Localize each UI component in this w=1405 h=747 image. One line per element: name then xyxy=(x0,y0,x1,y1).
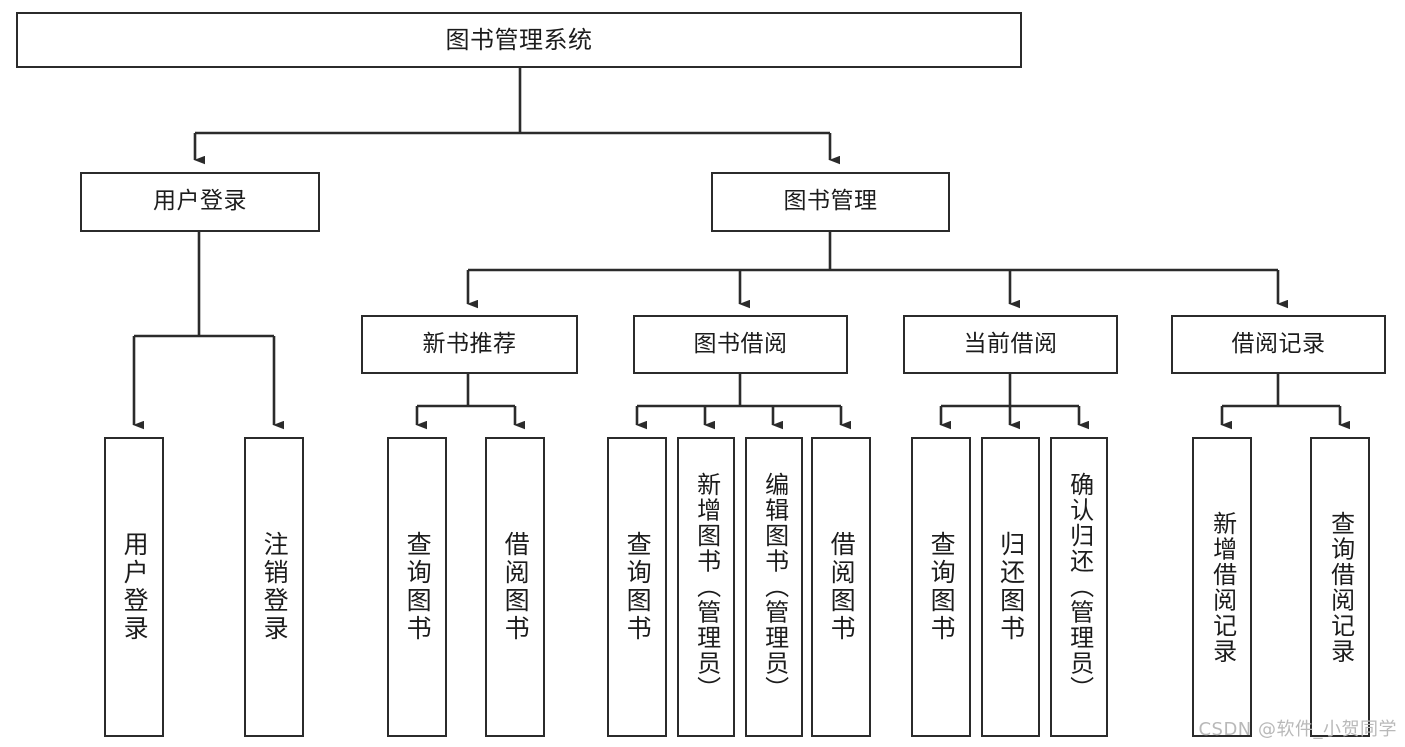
node-label: 用户登录 xyxy=(120,531,150,643)
leaf-current-return-book[interactable]: 归还图书 xyxy=(981,437,1040,737)
node-label: 查询图书 xyxy=(623,531,653,643)
leaf-borrow-edit-book-admin[interactable]: 编辑图书（管理员） xyxy=(745,437,803,737)
node-label: 图书借阅 xyxy=(693,330,788,357)
leaf-user-login-login[interactable]: 用户登录 xyxy=(104,437,164,737)
node-label: 图书管理 xyxy=(783,188,878,215)
node-label: 归还图书 xyxy=(996,531,1026,643)
leaf-recommend-query-book[interactable]: 查询图书 xyxy=(387,437,447,737)
watermark-text: CSDN @软件_小贺同学 xyxy=(1198,719,1397,740)
node-current-borrow[interactable]: 当前借阅 xyxy=(903,315,1118,374)
node-label: 查询借阅记录 xyxy=(1326,510,1355,664)
leaf-current-query-book[interactable]: 查询图书 xyxy=(911,437,971,737)
node-label: 新书推荐 xyxy=(422,330,517,357)
node-label: 借阅记录 xyxy=(1231,330,1326,357)
node-label: 用户登录 xyxy=(153,188,247,215)
leaf-record-query-record[interactable]: 查询借阅记录 xyxy=(1310,437,1370,737)
node-label: 注销登录 xyxy=(260,531,290,643)
leaf-user-login-logout[interactable]: 注销登录 xyxy=(244,437,304,737)
node-label: 图书管理系统 xyxy=(445,25,593,54)
node-label: 查询图书 xyxy=(403,531,433,643)
leaf-borrow-query-book[interactable]: 查询图书 xyxy=(607,437,667,737)
leaf-recommend-borrow-book[interactable]: 借阅图书 xyxy=(485,437,545,737)
node-label: 新增图书（管理员） xyxy=(692,472,721,702)
node-new-book-recommend[interactable]: 新书推荐 xyxy=(361,315,578,374)
node-book-borrow[interactable]: 图书借阅 xyxy=(633,315,848,374)
node-label: 新增借阅记录 xyxy=(1208,510,1237,664)
node-book-management[interactable]: 图书管理 xyxy=(711,172,950,232)
node-label: 编辑图书（管理员） xyxy=(760,472,789,702)
leaf-current-confirm-return-admin[interactable]: 确认归还（管理员） xyxy=(1050,437,1108,737)
node-label: 借阅图书 xyxy=(827,531,857,643)
leaf-borrow-borrow-book[interactable]: 借阅图书 xyxy=(811,437,871,737)
node-label: 借阅图书 xyxy=(501,531,531,643)
leaf-record-add-record[interactable]: 新增借阅记录 xyxy=(1192,437,1252,737)
node-label: 查询图书 xyxy=(927,531,957,643)
node-user-login[interactable]: 用户登录 xyxy=(80,172,320,232)
leaf-borrow-add-book-admin[interactable]: 新增图书（管理员） xyxy=(677,437,735,737)
node-label: 当前借阅 xyxy=(963,330,1058,357)
node-label: 确认归还（管理员） xyxy=(1065,472,1094,702)
node-root-system[interactable]: 图书管理系统 xyxy=(16,12,1022,68)
node-borrow-record[interactable]: 借阅记录 xyxy=(1171,315,1386,374)
